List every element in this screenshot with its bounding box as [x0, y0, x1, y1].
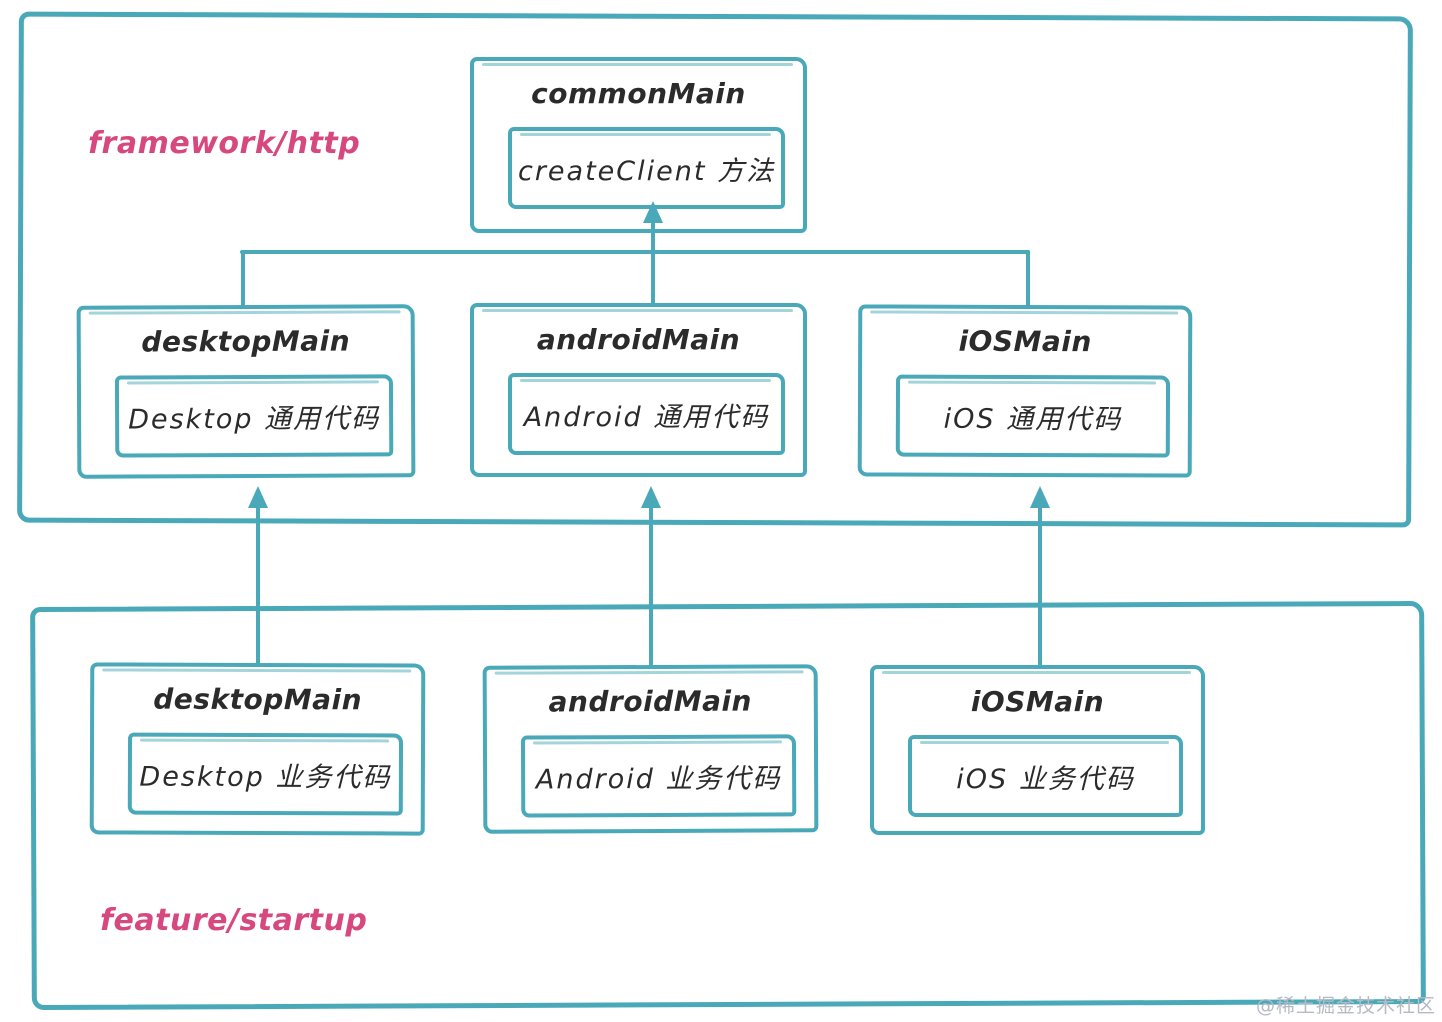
inner-code-box: Android 业务代码	[520, 734, 797, 818]
connector-bus-line	[240, 250, 1030, 254]
arrow-head-android	[641, 486, 661, 508]
module-title: desktopMain	[153, 682, 363, 717]
module-box-desktopmain-framework: desktopMain Desktop 通用代码	[76, 304, 416, 479]
module-title: desktopMain	[141, 324, 351, 359]
module-box-androidmain-feature: androidMain Android 业务代码	[482, 664, 819, 834]
inner-code-box: Desktop 业务代码	[127, 732, 404, 816]
module-title: androidMain	[548, 684, 753, 719]
arrow-head-ios	[1030, 486, 1050, 508]
inner-code-label: iOS 通用代码	[943, 403, 1123, 435]
inner-code-box: createClient 方法	[508, 127, 785, 209]
inner-code-label: iOS 业务代码	[956, 763, 1135, 795]
module-box-commonmain: commonMain createClient 方法	[470, 57, 807, 233]
arrow-to-commonmain	[643, 201, 663, 223]
inner-code-label: Android 业务代码	[535, 762, 782, 796]
inner-code-box: Desktop 通用代码	[114, 374, 394, 458]
connector-drop-android	[651, 222, 655, 306]
module-box-iosmain-framework: iOSMain iOS 通用代码	[857, 304, 1193, 478]
module-box-desktopmain-feature: desktopMain Desktop 业务代码	[89, 662, 426, 836]
module-box-iosmain-feature: iOSMain iOS 业务代码	[870, 665, 1205, 835]
module-title: iOSMain	[958, 324, 1092, 359]
inner-code-label: Desktop 业务代码	[139, 761, 392, 793]
framework-http-label: framework/http	[88, 126, 361, 161]
module-box-androidmain-framework: androidMain Android 通用代码	[470, 303, 807, 477]
arrow-head-desktop	[248, 486, 268, 508]
inner-code-box: Android 通用代码	[508, 373, 785, 455]
feature-startup-label: feature/startup	[100, 903, 368, 938]
module-title: commonMain	[531, 77, 746, 110]
inner-code-label: Android 通用代码	[523, 401, 770, 433]
inner-code-label: createClient 方法	[517, 155, 776, 187]
module-title: androidMain	[536, 323, 741, 356]
connector-drop-desktop	[241, 250, 245, 308]
inner-code-label: Desktop 通用代码	[128, 402, 381, 436]
inner-code-box: iOS 通用代码	[895, 374, 1171, 458]
inner-code-box: iOS 业务代码	[908, 735, 1183, 817]
watermark: @稀土掘金技术社区	[1255, 995, 1436, 1017]
arrow-line-android-feature-to-framework	[649, 506, 653, 666]
module-title: iOSMain	[970, 685, 1105, 718]
connector-drop-ios	[1026, 250, 1030, 308]
arrow-line-ios-feature-to-framework	[1038, 506, 1042, 666]
arrow-line-desktop-feature-to-framework	[256, 506, 260, 665]
